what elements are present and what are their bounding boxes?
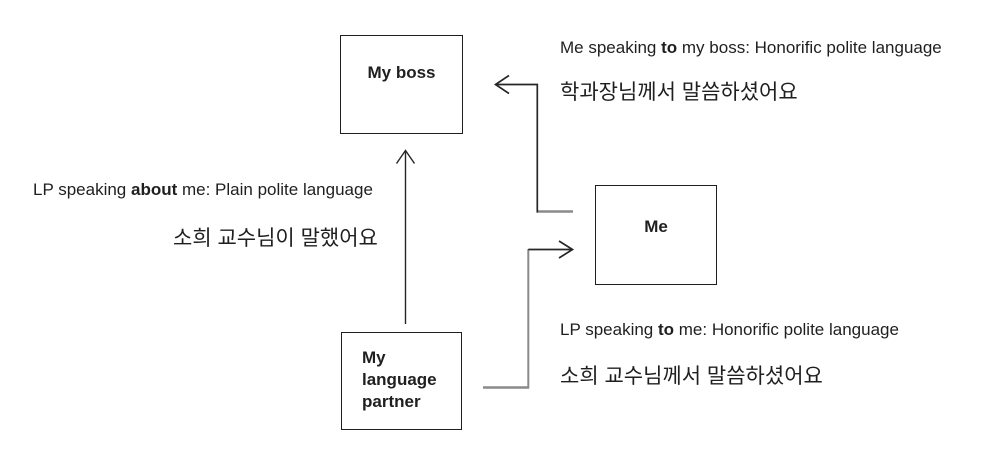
annotation-lp-to-me-korean: 소희 교수님께서 말씀하셨어요: [560, 365, 823, 388]
annotation-lp-about-me-suffix: me: Plain polite language: [177, 180, 373, 199]
arrow-right-head-icon: [558, 240, 575, 259]
annotation-lp-to-me-english: LP speaking to me: Honorific polite lang…: [560, 318, 899, 342]
annotation-lp-about-me-korean: 소희 교수님이 말했어요: [173, 227, 378, 250]
box-my-language-partner-label: My language partner: [362, 348, 437, 411]
box-my-boss: My boss: [340, 35, 463, 134]
arrow-me-to-boss: [493, 74, 573, 213]
annotation-me-to-boss-korean: 학과장님께서 말씀하셨어요: [560, 81, 798, 104]
annotation-lp-about-me-english: LP speaking about me: Plain polite langu…: [33, 178, 373, 202]
arrow-partner-to-me: [483, 240, 575, 389]
box-my-boss-label: My boss: [367, 63, 436, 82]
box-me-label: Me: [644, 217, 668, 236]
arrow-left-head-icon: [493, 74, 510, 95]
arrow-partner-to-boss: [395, 149, 416, 324]
annotation-lp-about-me-prefix: LP speaking: [33, 180, 131, 199]
annotation-me-to-boss-english: Me speaking to my boss: Honorific polite…: [560, 36, 942, 60]
annotation-lp-to-me-bold-word: to: [657, 320, 675, 339]
annotation-me-to-boss-bold-word: to: [661, 38, 678, 57]
box-my-language-partner: My language partner: [341, 332, 462, 430]
annotation-lp-to-me-prefix: LP speaking: [560, 320, 658, 339]
annotation-lp-to-me-suffix: me: Honorific polite language: [674, 320, 899, 339]
box-me: Me: [595, 185, 717, 285]
arrow-up-head-icon: [395, 149, 416, 164]
annotation-me-to-boss-suffix: my boss: Honorific polite language: [677, 38, 942, 57]
annotation-me-to-boss-prefix: Me speaking: [560, 38, 662, 57]
annotation-lp-about-me-bold-word: about: [130, 180, 178, 199]
